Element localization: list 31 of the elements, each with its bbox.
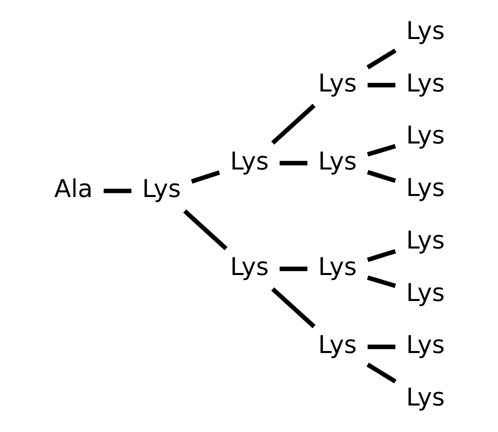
connector xyxy=(367,344,395,350)
node-text: Ala xyxy=(54,174,92,204)
connector xyxy=(270,287,316,328)
node-text: Lys xyxy=(142,174,180,204)
node-text: Lys xyxy=(406,173,444,202)
node-text: Lys xyxy=(230,252,268,282)
connector xyxy=(367,82,395,88)
node-text: Lys xyxy=(406,225,444,254)
connector xyxy=(279,160,307,166)
connector xyxy=(366,48,396,70)
node-text: Lys xyxy=(406,278,444,307)
connector xyxy=(366,144,396,157)
connector xyxy=(366,249,396,262)
node-text: Lys xyxy=(318,252,356,282)
connector xyxy=(366,275,396,288)
node-text: Lys xyxy=(318,330,356,360)
node-text: Lys xyxy=(406,382,444,412)
node-text: Lys xyxy=(406,330,444,360)
node-text: Lys xyxy=(406,16,444,46)
connector xyxy=(279,266,307,272)
connector xyxy=(182,209,228,250)
node-text: Lys xyxy=(406,120,444,150)
connector xyxy=(190,170,220,184)
connector xyxy=(270,104,316,145)
connector xyxy=(366,170,396,183)
node-text: Lys xyxy=(318,68,356,98)
connector xyxy=(366,362,396,384)
connector xyxy=(103,188,131,194)
node-text: Lys xyxy=(230,146,268,176)
node-text: Lys xyxy=(318,146,356,176)
node-text: Lys xyxy=(406,68,444,98)
